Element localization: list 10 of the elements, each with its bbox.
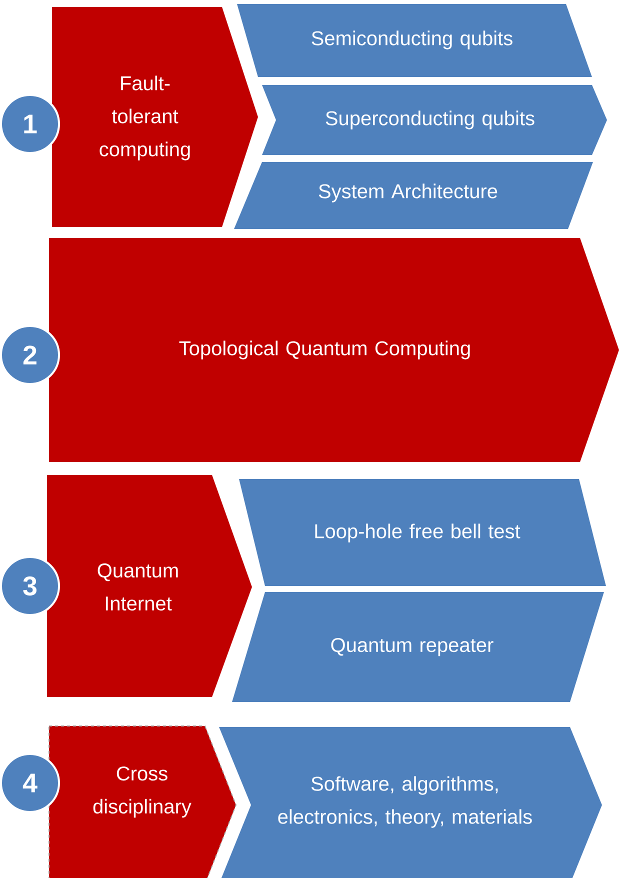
chevron-box: Semiconducting qubits [237, 4, 592, 77]
chevron-box: Quantum repeater [232, 592, 604, 702]
pentagon-box: Cross disciplinary [48, 726, 237, 878]
pentagon-box: Quantum Internet [47, 475, 252, 697]
chevron-box: Software, algorithms, electronics, theory, materials [219, 727, 602, 878]
chevron-box: Loop-hole free bell test [239, 479, 606, 586]
chevron-box: Superconducting qubits [262, 85, 607, 155]
chevron-box: System Architecture [234, 162, 593, 229]
pentagon-box: Fault-tolerant computing [52, 7, 258, 227]
pentagon-box: Topological Quantum Computing [49, 238, 619, 462]
